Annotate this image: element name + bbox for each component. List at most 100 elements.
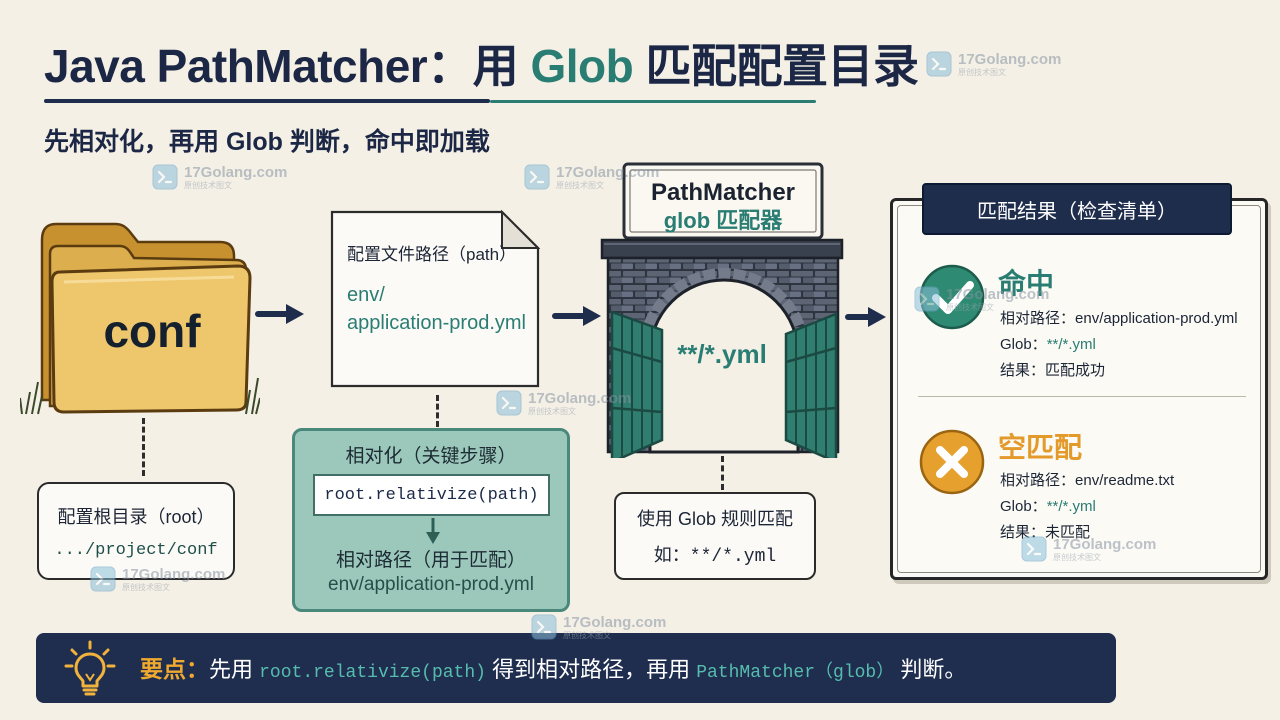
hit-glob-value: **/*.yml: [1046, 336, 1096, 353]
gate-sign-title: PathMatcher: [651, 179, 795, 206]
glob-rule-box: 使用 Glob 规则匹配 如：**/*.yml: [614, 492, 816, 580]
folder-label: conf: [103, 305, 201, 357]
tip-label: 要点：: [140, 656, 209, 682]
hit-status: 命中: [998, 268, 1055, 299]
hit-path-value: env/application-prod.yml: [1075, 310, 1238, 327]
title-underline-teal: [490, 100, 816, 103]
watermark-text: 17Golang.com: [946, 285, 1050, 303]
root-box-value: .../project/conf: [54, 540, 218, 560]
gate-door-right: [784, 312, 838, 458]
glob-rule-example: 如：**/*.yml: [654, 541, 776, 567]
miss-glob-value: **/*.yml: [1046, 498, 1096, 515]
hit-glob-label: Glob：: [1000, 336, 1047, 353]
title-part1: Java PathMatcher：用: [44, 40, 531, 92]
gate-sign: PathMatcher glob 匹配器: [622, 162, 824, 240]
hit-path-label: 相对路径：: [1000, 310, 1076, 327]
folder-icon: conf: [20, 222, 260, 415]
hit-result-row: 结果：匹配成功: [1000, 359, 1105, 380]
arrow-right-icon: [255, 304, 304, 324]
relative-path-value: env/application-prod.yml: [328, 574, 534, 595]
hit-result-value: 匹配成功: [1045, 362, 1106, 379]
watermark-logo-icon: [531, 614, 557, 640]
connector-dashed: [142, 418, 145, 476]
watermark-subtext: 原创技术图文: [528, 406, 576, 416]
page-title: Java PathMatcher：用 Glob 匹配配置目录: [44, 30, 919, 96]
watermark-logo-icon: [914, 286, 940, 312]
watermark-subtext: 原创技术图文: [1053, 552, 1101, 562]
watermark-logo-icon: [1021, 536, 1047, 562]
watermark-logo-icon: [524, 164, 550, 190]
glob-example-pattern: **/*.yml: [689, 547, 777, 567]
miss-glob-label: Glob：: [1000, 498, 1047, 515]
x-circle-icon: [919, 429, 985, 495]
relativize-title: 相对化（关键步骤）: [345, 446, 517, 467]
root-box: 配置根目录（root） .../project/conf: [37, 482, 235, 580]
tip-text-3: 判断。: [894, 657, 967, 682]
arrow-right-icon: [845, 307, 886, 327]
watermark-text: 17Golang.com: [184, 163, 288, 181]
tip-text: 要点：先用 root.relativize(path) 得到相对路径，再用 Pa…: [140, 655, 966, 687]
path-doc-title: 配置文件路径（path）: [347, 245, 517, 264]
miss-glob-row: Glob：**/*.yml: [1000, 495, 1096, 516]
lightbulb-icon: [64, 640, 116, 696]
gate-icon: PathMatcher glob 匹配器: [600, 162, 844, 458]
watermark-text: 17Golang.com: [1053, 535, 1157, 553]
watermark-subtext: 原创技术图文: [184, 180, 232, 190]
watermark-text: 17Golang.com: [122, 565, 226, 583]
watermark-logo-icon: [496, 390, 522, 416]
title-highlight: Glob: [530, 40, 634, 92]
hit-glob-row: Glob：**/*.yml: [1000, 333, 1096, 354]
results-divider: [918, 396, 1246, 397]
gate-sign-subtitle: glob 匹配器: [664, 208, 784, 233]
watermark-logo-icon: [90, 566, 116, 592]
watermark-subtext: 原创技术图文: [122, 582, 170, 592]
watermark-logo-icon: [152, 164, 178, 190]
relative-path-label: 相对路径（用于匹配）: [335, 550, 526, 571]
miss-path-value: env/readme.txt: [1075, 472, 1175, 489]
tip-code-1: root.relativize(path): [259, 663, 486, 683]
miss-path-label: 相对路径：: [1000, 472, 1076, 489]
watermark-text: 17Golang.com: [528, 389, 632, 407]
path-doc-line1: env/: [347, 284, 385, 306]
glob-example-prefix: 如：: [653, 545, 690, 565]
tip-bar: [36, 633, 1116, 703]
results-panel-inner-border: [897, 205, 1261, 573]
watermark-subtext: 原创技术图文: [946, 302, 994, 312]
miss-path-row: 相对路径：env/readme.txt: [1000, 469, 1174, 490]
watermark-text: 17Golang.com: [563, 613, 667, 631]
connector-dashed: [721, 456, 724, 490]
watermark-subtext: 原创技术图文: [958, 67, 1006, 77]
watermark-subtext: 原创技术图文: [556, 180, 604, 190]
relativize-box: 相对化（关键步骤） root.relativize(path) 相对路径（用于匹…: [292, 428, 570, 612]
tip-text-1: 先用: [209, 657, 260, 682]
root-box-title: 配置根目录（root）: [57, 506, 215, 527]
path-doc-line2: application-prod.yml: [347, 312, 526, 334]
title-part2: 匹配配置目录: [633, 40, 920, 92]
arrow-down-icon: [426, 518, 440, 544]
miss-result-value: 未匹配: [1045, 524, 1091, 541]
results-header: 匹配结果（检查清单）: [922, 183, 1232, 235]
document-icon: [330, 209, 541, 388]
tip-code-2: PathMatcher（glob）: [696, 663, 895, 683]
miss-status: 空匹配: [998, 432, 1083, 463]
watermark-text: 17Golang.com: [556, 163, 660, 181]
tip-text-2: 得到相对路径，再用: [485, 657, 697, 682]
hit-result-label: 结果：: [1000, 362, 1046, 379]
arrow-right-icon: [552, 306, 601, 326]
hit-path-row: 相对路径：env/application-prod.yml: [1000, 307, 1238, 328]
gate-pattern: **/*.yml: [677, 339, 767, 369]
connector-dashed: [436, 395, 439, 427]
page-subtitle: 先相对化，再用 Glob 判断，命中即加载: [44, 128, 490, 156]
glob-rule-text: 使用 Glob 规则匹配: [636, 509, 794, 529]
title-underline-navy: [44, 99, 490, 103]
watermark-logo-icon: [926, 51, 952, 77]
